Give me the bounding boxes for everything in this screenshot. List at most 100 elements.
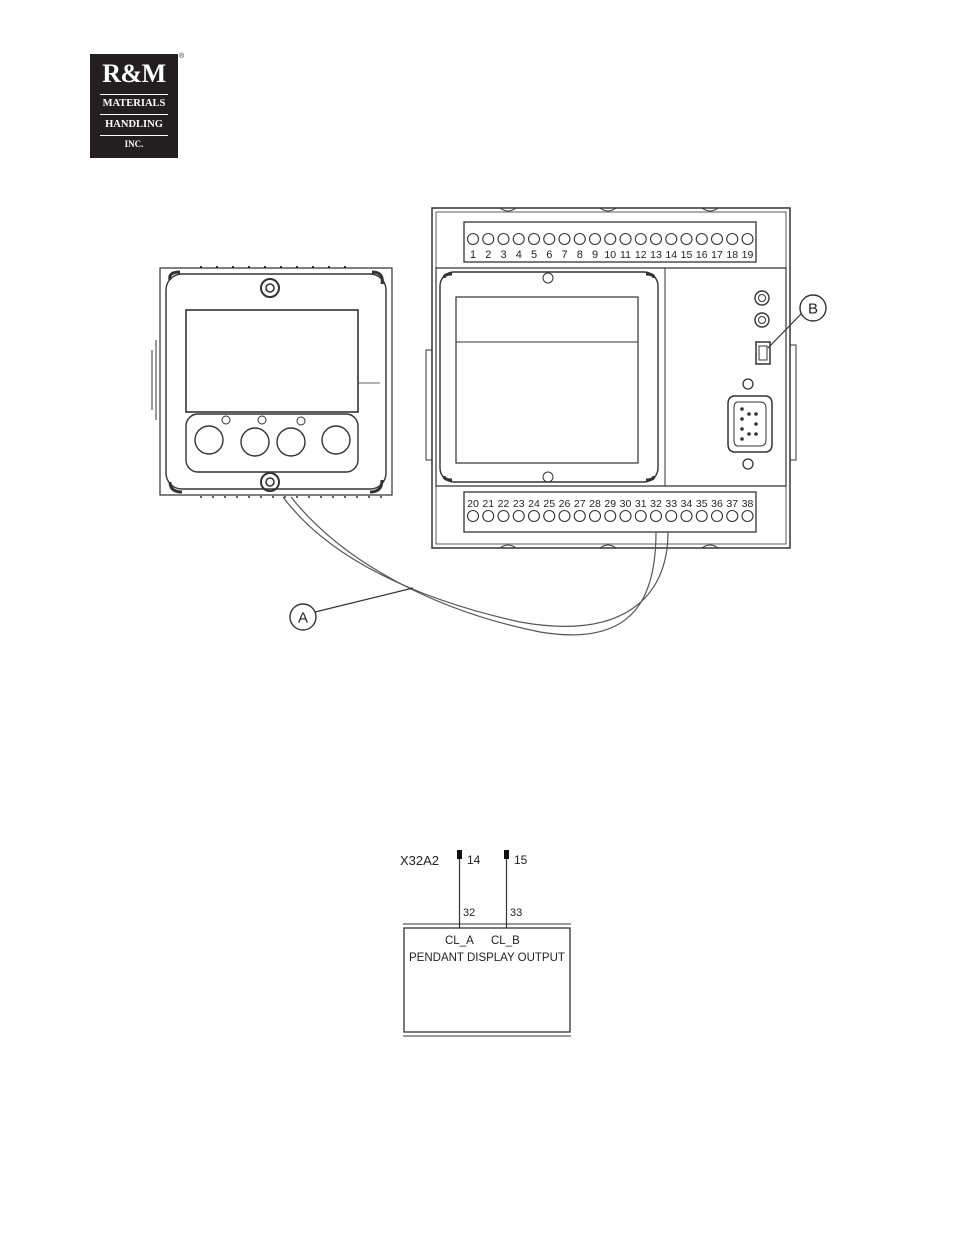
top-terminal-screw — [620, 234, 631, 245]
top-terminal-screw — [605, 234, 616, 245]
bottom-terminal-screw — [651, 511, 662, 522]
connector-label: X32A2 — [400, 853, 439, 868]
top-terminal-screw — [696, 234, 707, 245]
top-terminal-screw — [498, 234, 509, 245]
top-terminal-number: 13 — [650, 249, 662, 261]
pin-14-label: 14 — [467, 853, 481, 867]
top-terminal-screw — [529, 234, 540, 245]
bottom-terminal-screw — [559, 511, 570, 522]
pendant-button — [322, 426, 350, 454]
bottom-terminal-number: 32 — [650, 498, 662, 510]
top-terminal-screw — [727, 234, 738, 245]
serial-pin — [747, 432, 751, 436]
top-terminal-number: 9 — [592, 249, 598, 261]
top-terminal-number: 7 — [561, 249, 567, 261]
pin-marker — [504, 850, 509, 859]
top-terminal-screw — [544, 234, 555, 245]
top-terminal-screw — [635, 234, 646, 245]
top-terminal-number: 16 — [696, 249, 708, 261]
bottom-terminal-number: 25 — [543, 498, 555, 510]
bottom-terminal-number: 33 — [665, 498, 677, 510]
bottom-terminal-number: 23 — [513, 498, 525, 510]
bottom-terminal-screw — [742, 511, 753, 522]
top-terminal-number: 11 — [620, 249, 631, 261]
button-panel — [186, 414, 358, 472]
serial-pin — [740, 427, 744, 431]
top-terminal-number: 5 — [531, 249, 537, 261]
top-terminal-screw — [712, 234, 723, 245]
switch-b — [756, 342, 770, 364]
top-terminal-number: 8 — [577, 249, 583, 261]
pendant-output-block — [404, 928, 570, 1032]
bottom-terminal-screws — [468, 511, 754, 522]
top-terminal-number: 15 — [681, 249, 693, 261]
top-terminal-number: 18 — [726, 249, 738, 261]
signal-cl-b: CL_B — [491, 935, 520, 947]
bottom-terminal-screw — [544, 511, 555, 522]
block-label: PENDANT DISPLAY OUTPUT — [409, 952, 565, 964]
top-terminal-number: 10 — [604, 249, 616, 261]
top-terminal-screw — [513, 234, 524, 245]
bottom-terminal-number: 22 — [498, 498, 510, 510]
wiring-schematic: X32A2 14 15 32 33 CL_A CL_B PENDANT DISP… — [400, 850, 571, 1036]
top-terminal-number: 14 — [665, 249, 677, 261]
bottom-terminal-screw — [696, 511, 707, 522]
bottom-terminal-screw — [605, 511, 616, 522]
bottom-terminal-number: 37 — [726, 498, 738, 510]
pendant-button — [195, 426, 223, 454]
top-terminal-screw — [590, 234, 601, 245]
pendant-button — [241, 428, 269, 456]
display-screen — [186, 310, 358, 412]
bottom-terminal-number: 31 — [635, 498, 647, 510]
pin-marker — [457, 850, 462, 859]
signal-cl-a: CL_A — [445, 935, 474, 947]
callout-a-label: A — [298, 610, 308, 627]
serial-pin — [754, 412, 758, 416]
top-terminal-screw — [681, 234, 692, 245]
top-terminal-screw — [666, 234, 677, 245]
top-terminal-screws — [468, 234, 754, 245]
top-terminal-number: 19 — [742, 249, 754, 261]
cable-a — [283, 497, 668, 635]
callout-b: B — [768, 295, 826, 348]
bottom-terminal-number: 29 — [604, 498, 616, 510]
bottom-terminal-number: 35 — [696, 498, 708, 510]
mounting-screw — [261, 279, 279, 297]
top-terminal-screw — [559, 234, 570, 245]
top-terminal-number: 3 — [500, 249, 506, 261]
top-terminal-screw — [468, 234, 479, 245]
top-terminal-number: 1 — [470, 249, 476, 261]
top-terminal-number: 17 — [711, 249, 723, 261]
serial-pin — [747, 412, 751, 416]
serial-pin — [754, 422, 758, 426]
serial-pin — [754, 432, 758, 436]
top-terminal-screw — [574, 234, 585, 245]
bottom-terminal-number: 27 — [574, 498, 586, 510]
pin-15-label: 15 — [514, 853, 528, 867]
pendant-button — [277, 428, 305, 456]
bottom-terminal-number: 38 — [742, 498, 754, 510]
bottom-terminal-screw — [468, 511, 479, 522]
top-terminal-number: 2 — [485, 249, 491, 261]
callout-a: A — [290, 588, 413, 630]
bottom-terminal-screw — [681, 511, 692, 522]
top-terminal-screw — [651, 234, 662, 245]
top-terminal-number: 12 — [635, 249, 647, 261]
top-terminal-number: 6 — [546, 249, 552, 261]
pendant-display-unit — [152, 267, 392, 497]
bottom-terminal-screw — [513, 511, 524, 522]
bottom-terminal-screw — [620, 511, 631, 522]
bottom-terminal-number: 36 — [711, 498, 723, 510]
bottom-terminal-number: 24 — [528, 498, 540, 510]
terminal-32-label: 32 — [463, 907, 475, 919]
bottom-terminal-screw — [635, 511, 646, 522]
bottom-terminal-screw — [498, 511, 509, 522]
module-screen — [456, 297, 638, 463]
bottom-terminal-number: 20 — [467, 498, 479, 510]
bottom-terminal-screw — [727, 511, 738, 522]
serial-port-pins — [740, 407, 758, 441]
top-terminal-screw — [483, 234, 494, 245]
